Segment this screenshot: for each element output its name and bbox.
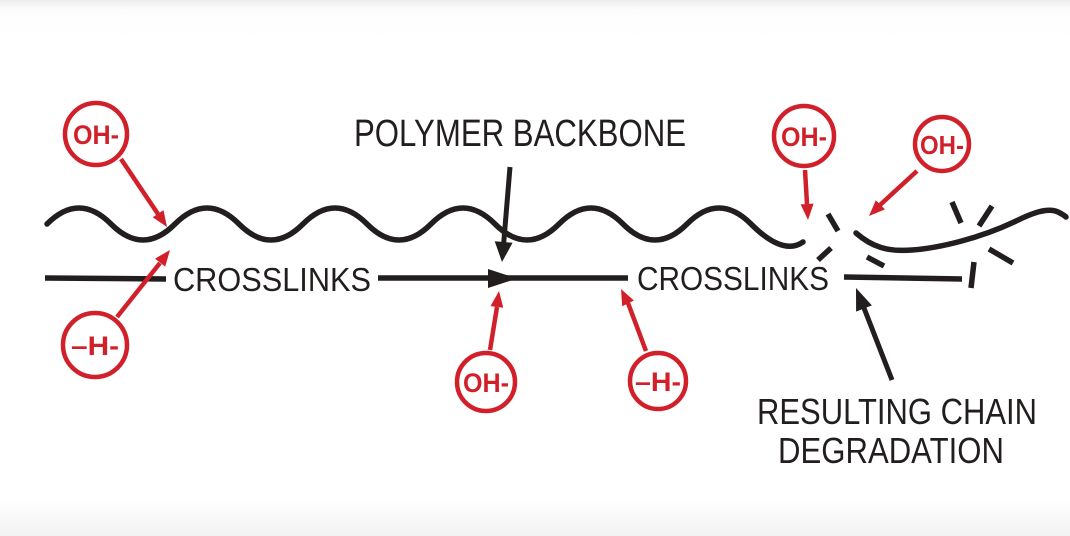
break-dash: [976, 204, 995, 228]
ion-label: OH-: [463, 368, 509, 398]
break-dash: [949, 200, 964, 225]
crosslinks-line-arrowhead: [488, 269, 517, 288]
polymer-backbone-arrow: [494, 166, 513, 262]
break-dash: [865, 254, 886, 269]
ion-minus-h-bottom-left: –H-: [60, 310, 130, 380]
ion-label: OH-: [73, 120, 119, 150]
ion-circle: [627, 350, 689, 412]
arrow-oh-top-right-inner: [800, 169, 814, 220]
ion-oh-top-right-inner: OH-: [771, 103, 837, 169]
ion-circle: [454, 350, 518, 414]
break-dash: [968, 261, 977, 289]
ion-oh-bottom-center: OH-: [454, 350, 518, 414]
crosslinks-line-right: [843, 274, 963, 282]
ion-circle: [912, 114, 972, 174]
arrow-minus-h-bottom-center: [621, 289, 649, 352]
ion-label: –H-: [71, 331, 119, 361]
break-dash: [987, 246, 1015, 266]
polymer-backbone-label: POLYMER BACKBONE: [354, 113, 686, 155]
polymer-backbone-wave: [44, 205, 806, 249]
arrow-oh-top-left: [119, 157, 167, 227]
break-dash: [825, 212, 841, 233]
degraded-backbone-wave: [853, 207, 1069, 254]
break-dashes: [816, 200, 1015, 289]
arrow-oh-top-right-outer: [869, 169, 919, 216]
ion-oh-top-left: OH-: [62, 100, 130, 168]
crosslinks-label-right: CROSSLINKS: [637, 260, 829, 297]
ion-arrows: [115, 157, 919, 352]
ion-label: –H-: [635, 367, 681, 397]
ion-label: OH-: [920, 130, 964, 160]
ion-circle: [62, 100, 130, 168]
ion-oh-top-right-outer: OH-: [912, 114, 972, 174]
arrow-minus-h-bottom-left: [115, 250, 170, 319]
resulting-chain-degradation-label-line2: DEGRADATION: [778, 430, 1004, 471]
resulting-chain-degradation-label-line1: RESULTING CHAIN: [757, 391, 1037, 432]
ion-circle: [60, 310, 130, 380]
arrow-oh-bottom-center: [487, 291, 504, 351]
break-dash: [816, 245, 833, 263]
resulting-degradation-arrow: [856, 288, 895, 381]
ion-circle: [771, 103, 837, 169]
ion-label: OH-: [781, 122, 827, 152]
crosslinks-label-left: CROSSLINKS: [173, 261, 371, 298]
ion-minus-h-bottom-center: –H-: [627, 350, 689, 412]
